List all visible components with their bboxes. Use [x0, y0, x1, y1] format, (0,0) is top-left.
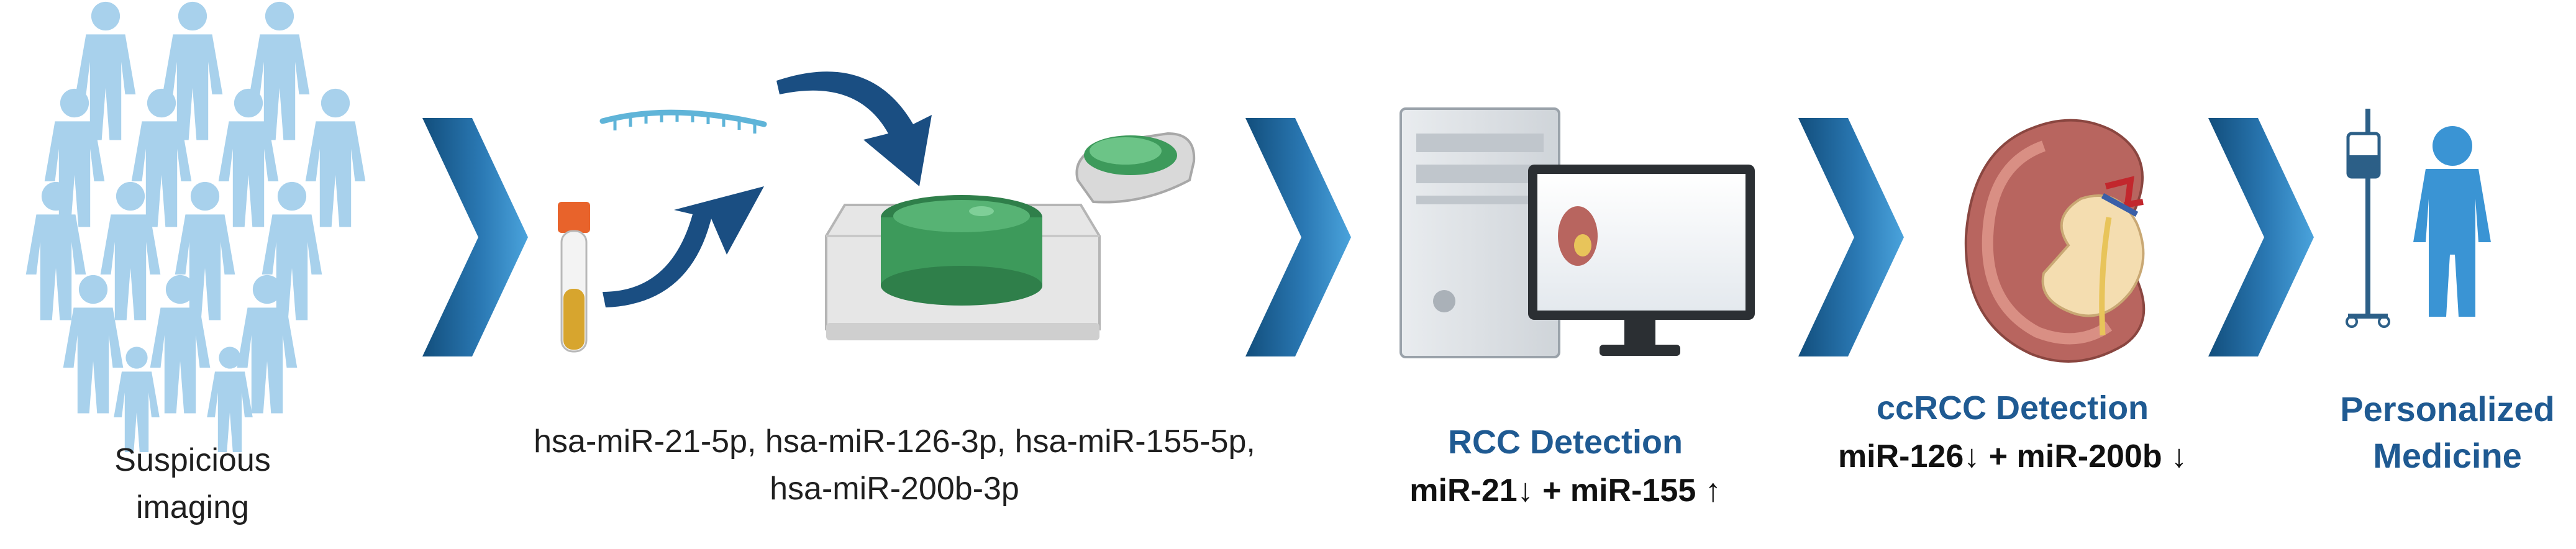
- plate-reader-icon: [1075, 132, 1196, 204]
- personalized-medicine-line1: Personalized: [2340, 389, 2555, 429]
- screening-label-line1: Suspicious: [114, 442, 271, 478]
- screening-label-line2: imaging: [135, 489, 250, 526]
- blood-tube-icon: [558, 202, 590, 353]
- curved-arrow-top-icon: [776, 71, 932, 186]
- chevron-arrow-2: [1245, 118, 1351, 356]
- rcc-detection-block: RCC Detection miR-21↓ + miR-155 ↑: [1367, 422, 1764, 510]
- rcc-detection-title: RCC Detection: [1447, 424, 1683, 461]
- chevron-arrow-1: [422, 118, 528, 356]
- chevron-arrow-3: [1798, 118, 1904, 356]
- microrna-markers-line1: hsa-miR-21-5p, hsa-miR-126-3p, hsa-miR-1…: [534, 424, 1255, 460]
- qpcr-instrument-icon: [825, 195, 1101, 340]
- computer-workstation-icon: [1400, 107, 1755, 358]
- patient-iv-icon: [2346, 109, 2491, 328]
- people-crowd-icon: [25, 1, 366, 452]
- ccrcc-detection-title: ccRCC Detection: [1876, 389, 2149, 427]
- microrna-markers-line2: hsa-miR-200b-3p: [770, 471, 1019, 507]
- chevron-arrow-4: [2208, 118, 2314, 356]
- microrna-markers-label: hsa-miR-21-5p, hsa-miR-126-3p, hsa-miR-1…: [497, 422, 1292, 509]
- ccrcc-detection-markers: miR-126↓ + miR-200b ↓: [1837, 438, 2188, 474]
- personalized-medicine-line2: Medicine: [2373, 436, 2522, 476]
- kidney-tumor-icon: [1964, 119, 2146, 363]
- rna-strand-icon: [599, 109, 767, 134]
- screening-label: Suspicious imaging: [93, 441, 292, 527]
- ccrcc-detection-block: ccRCC Detection miR-126↓ + miR-200b ↓: [1814, 388, 2211, 476]
- personalized-medicine-label: Personalized Medicine: [2323, 388, 2572, 476]
- rcc-detection-markers: miR-21↓ + miR-155 ↑: [1409, 472, 1721, 509]
- curved-arrow-icon: [603, 186, 764, 307]
